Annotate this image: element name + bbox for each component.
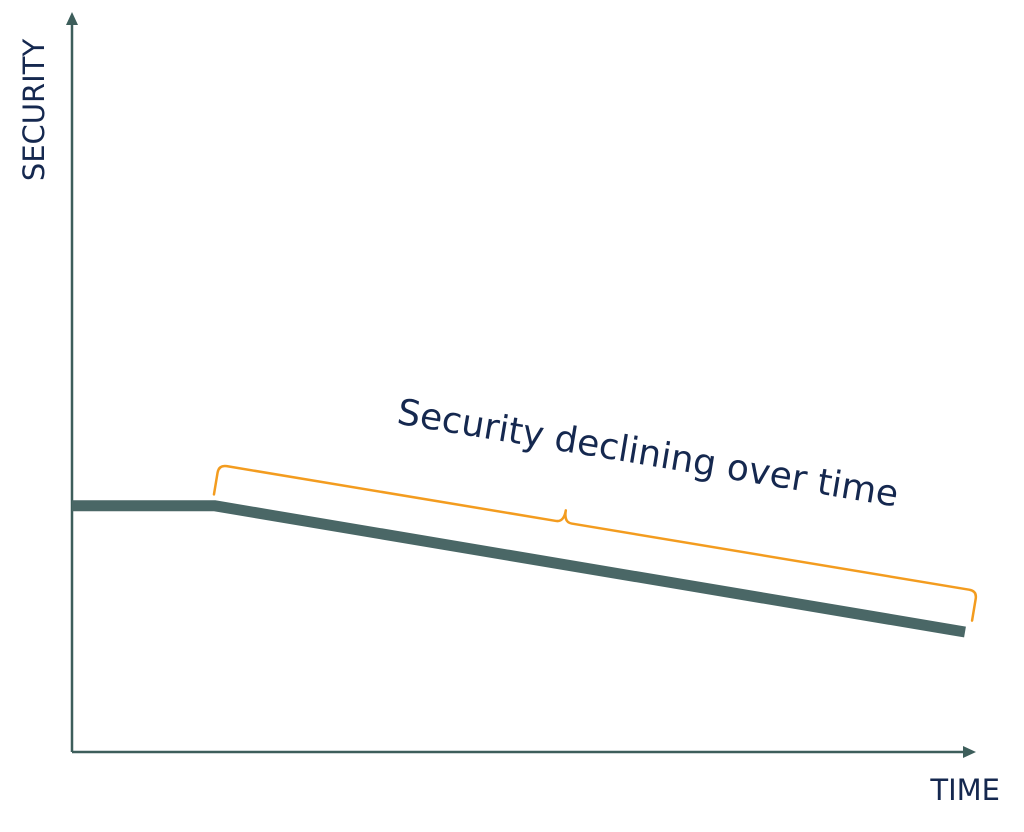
x-axis-arrow <box>963 746 976 758</box>
annotation-layer: Security declining over time <box>212 392 978 622</box>
x-axis <box>72 746 976 758</box>
series-line-1 <box>72 500 966 638</box>
x-axis-label: TIME <box>929 773 1000 807</box>
series-layer <box>72 500 966 638</box>
y-axis-arrow <box>66 12 78 25</box>
annotation-label-1: Security declining over time <box>394 392 901 516</box>
annotation-brace-1 <box>212 464 978 622</box>
y-axis-label: SECURITY <box>17 39 51 182</box>
y-axis <box>66 12 78 752</box>
